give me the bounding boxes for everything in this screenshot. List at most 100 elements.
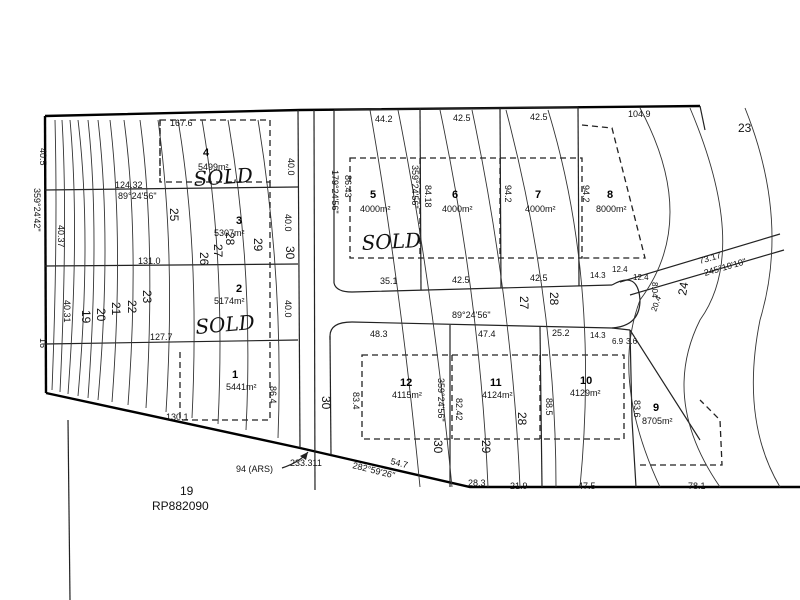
contour-label-e23: 23 xyxy=(738,121,752,135)
lot-lines-south xyxy=(449,325,701,488)
neighbour-lot-number: 19 xyxy=(180,484,194,498)
dim-lot-12-west: 83.4 xyxy=(351,392,361,410)
contour-label-29: 29 xyxy=(251,238,265,252)
dim-road-30: 30 xyxy=(319,396,333,410)
lot-number-8: 8 xyxy=(607,189,613,201)
lot-lines-west xyxy=(44,186,299,345)
neighbour-lot: 19 RP882090 94 (ARS) xyxy=(67,419,309,600)
dim-south-283: 28.3 xyxy=(468,478,486,488)
area-lot-12: 4115m² xyxy=(392,390,422,400)
arrow-head-icon xyxy=(300,452,308,460)
dim-lot-4-3-line: 124.32 xyxy=(115,180,143,190)
contour-label-r27: 27 xyxy=(517,296,531,310)
bearing-road-west: 179°24'56" xyxy=(330,170,340,214)
contour-label-23: 23 xyxy=(140,290,154,304)
lot-number-1: 1 xyxy=(232,369,238,381)
dim-lot-11-10: 88.5 xyxy=(544,398,554,416)
dim-lot-7-bottom: 42.5 xyxy=(530,273,548,283)
lot-number-9: 9 xyxy=(653,402,659,414)
dim-south-547: 54.7 xyxy=(390,456,409,470)
dim-lot-2-1-line: 127.7 xyxy=(150,332,173,342)
area-lot-1: 5441m² xyxy=(226,382,257,392)
dim-lot-12-top: 48.3 xyxy=(370,329,388,339)
dim-west-4037: 40.37 xyxy=(56,225,66,248)
dim-cds-124b: 12.4 xyxy=(633,273,649,282)
dim-road-east-864: 86.4 xyxy=(268,386,278,404)
contour-label-r29: 29 xyxy=(479,440,493,454)
contour-label-r28b: 28 xyxy=(515,412,529,426)
dimension-labels: 167.6 44.2 42.5 42.5 104.9 124.32 89°24'… xyxy=(32,109,747,491)
dim-road-east-40a: 40.0 xyxy=(286,158,296,176)
contour-label-27: 27 xyxy=(211,244,225,258)
sold-mark-lot-2: SOLD xyxy=(194,310,255,339)
contour-label-r28: 28 xyxy=(547,292,561,306)
lot-numbers: 4 3 2 1 5 6 7 8 12 11 10 9 xyxy=(203,147,659,414)
lot-number-2: 2 xyxy=(236,283,242,295)
contour-label-26: 26 xyxy=(197,252,211,266)
dim-south-219: 21.9 xyxy=(510,481,528,491)
dim-south-781: 78.1 xyxy=(688,481,706,491)
dim-lot-12-11: 82.42 xyxy=(454,398,464,421)
dim-lot-5-6: 84.18 xyxy=(423,185,433,208)
dim-lot-3-2-line: 131.0 xyxy=(138,256,161,266)
dim-lot-8-west: 94.2 xyxy=(581,185,591,203)
dim-cds-36: 3.6 xyxy=(626,337,638,346)
dim-south-475: 47.5 xyxy=(578,481,596,491)
contour-label-r30: 30 xyxy=(431,440,445,454)
dim-west-405: 40.5 xyxy=(38,148,48,166)
dim-cds-69: 6.9 xyxy=(612,337,624,346)
building-envelopes xyxy=(159,119,723,466)
dim-top-lot-8: 104.9 xyxy=(628,109,651,119)
lot-areas: 5499m² 5307m² 5174m² 5441m² 4000m² 4000m… xyxy=(198,162,673,426)
dim-cds-804: 8.04 xyxy=(650,282,659,298)
neighbour-plan-number: RP882090 xyxy=(152,499,209,513)
contour-label-28: 28 xyxy=(223,232,237,246)
contour-label-19: 19 xyxy=(79,310,93,324)
sold-annotations: SOLD SOLD SOLD xyxy=(193,163,422,339)
dim-road-east-40b: 40.0 xyxy=(283,214,293,232)
contour-label-22: 22 xyxy=(125,300,139,314)
lot-number-11: 11 xyxy=(490,377,502,389)
dim-lot-1-bottom: 130.1 xyxy=(166,412,189,422)
bearing-lot-4: 89°24'56" xyxy=(118,191,157,201)
contour-label-21: 21 xyxy=(109,302,123,316)
area-lot-10: 4129m² xyxy=(570,388,601,398)
bearing-lots-5: 359°24'56" xyxy=(410,165,420,209)
area-lot-2: 5174m² xyxy=(214,296,245,306)
bearing-west: 359°24'42" xyxy=(32,188,42,232)
bearing-road: 89°24'56" xyxy=(452,310,491,320)
sold-mark-lot-4: SOLD xyxy=(193,163,254,191)
area-lot-11: 4124m² xyxy=(482,390,513,400)
area-lot-6: 4000m² xyxy=(442,204,473,214)
lot-number-3: 3 xyxy=(236,215,242,227)
lot-number-6: 6 xyxy=(452,189,458,201)
dim-lot-6-bottom: 42.5 xyxy=(452,275,470,285)
dim-top-lot-7: 42.5 xyxy=(530,112,548,122)
contour-label-20: 20 xyxy=(94,308,108,322)
dim-west-4031: 40.31 xyxy=(62,300,72,323)
dim-cds-124a: 12.4 xyxy=(612,265,628,274)
dim-lot-11-top: 47.4 xyxy=(478,329,496,339)
dim-lot-10-top: 25.2 xyxy=(552,328,570,338)
area-lot-5: 4000m² xyxy=(360,204,391,214)
contour-lines xyxy=(51,107,781,488)
contour-label-e24: 24 xyxy=(675,281,691,297)
area-lot-7: 4000m² xyxy=(525,204,556,214)
dim-top-lot-4: 167.6 xyxy=(170,118,193,128)
road-reserve xyxy=(297,109,785,491)
dim-west-16: 16 xyxy=(38,338,48,348)
bearing-lots-12: 359°24'56" xyxy=(436,378,446,422)
dim-lot-10-9: 83.6 xyxy=(632,400,642,418)
dim-lot-5-bottom: 35.1 xyxy=(380,276,398,286)
dim-lot-6-7: 94.2 xyxy=(503,185,513,203)
lot-number-10: 10 xyxy=(580,375,592,387)
dim-cds-143: 14.3 xyxy=(590,271,606,280)
dim-corner-233: 233.311 xyxy=(290,458,322,468)
area-lot-4: 5499m² xyxy=(198,162,229,172)
lot-number-4: 4 xyxy=(203,147,210,159)
area-lot-9: 8705m² xyxy=(642,416,673,426)
ars-note: 94 (ARS) xyxy=(236,464,273,474)
dim-lot-5-west: 86.43 xyxy=(343,175,353,198)
area-lot-3: 5307m² xyxy=(214,228,245,238)
